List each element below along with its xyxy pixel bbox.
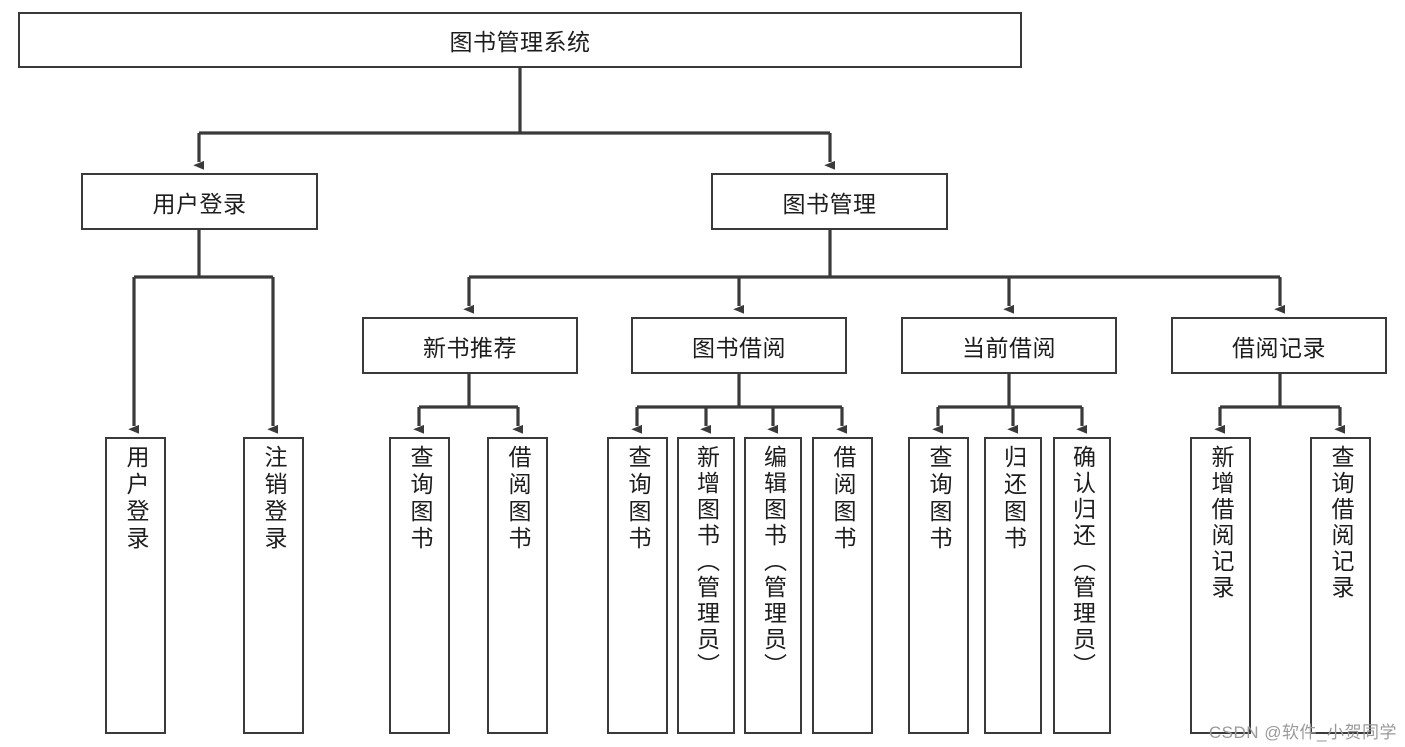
node-label: 查询图书 [625,445,651,553]
node-leaf-user-login[interactable]: 用户登录 [105,437,166,734]
node-leaf-borrow-book-2[interactable]: 借阅图书 [812,437,873,734]
node-label: 用户登录 [152,190,247,217]
node-leaf-add-book[interactable]: 新增图书（管理员） [677,437,735,734]
watermark-text: CSDN @软件_小贺同学 [1208,723,1397,742]
node-label: 查询借阅记录 [1328,445,1354,601]
node-label: 图书借阅 [692,334,786,361]
node-label: 借阅记录 [1232,334,1326,361]
node-label: 借阅图书 [505,445,531,553]
node-leaf-query-book-3[interactable]: 查询图书 [908,437,969,734]
node-label: 借阅图书 [830,445,856,553]
node-leaf-return-book[interactable]: 归还图书 [984,437,1042,734]
node-label: 归还图书 [1000,445,1027,553]
node-label: 当前借阅 [962,334,1056,361]
node-borrow-record[interactable]: 借阅记录 [1171,317,1387,374]
node-leaf-borrow-book-1[interactable]: 借阅图书 [487,437,548,734]
node-user-login[interactable]: 用户登录 [81,173,318,230]
node-leaf-edit-book[interactable]: 编辑图书（管理员） [744,437,802,734]
node-label: 查询图书 [926,445,952,553]
node-label: 图书管理系统 [449,29,591,55]
node-leaf-query-borrow-record[interactable]: 查询借阅记录 [1310,437,1371,734]
node-label: 新增借阅记录 [1208,445,1234,601]
node-label: 编辑图书（管理员） [760,445,787,679]
node-new-book-recommend[interactable]: 新书推荐 [362,317,578,374]
node-leaf-query-book-1[interactable]: 查询图书 [389,437,450,734]
node-label: 查询图书 [407,445,433,553]
node-label: 新增图书（管理员） [693,445,720,679]
node-current-borrow[interactable]: 当前借阅 [901,317,1117,374]
node-book-management-system[interactable]: 图书管理系统 [18,12,1022,68]
node-label: 用户登录 [123,445,149,553]
node-book-borrow[interactable]: 图书借阅 [631,317,847,374]
node-leaf-add-borrow-record[interactable]: 新增借阅记录 [1190,437,1251,734]
node-label: 新书推荐 [423,334,517,361]
node-leaf-logout[interactable]: 注销登录 [243,437,304,734]
node-label: 确认归还（管理员） [1069,445,1096,679]
node-label: 图书管理 [782,190,877,217]
node-leaf-confirm-return[interactable]: 确认归还（管理员） [1053,437,1111,734]
node-book-manage[interactable]: 图书管理 [711,173,948,230]
node-label: 注销登录 [261,445,287,553]
node-leaf-query-book-2[interactable]: 查询图书 [607,437,668,734]
